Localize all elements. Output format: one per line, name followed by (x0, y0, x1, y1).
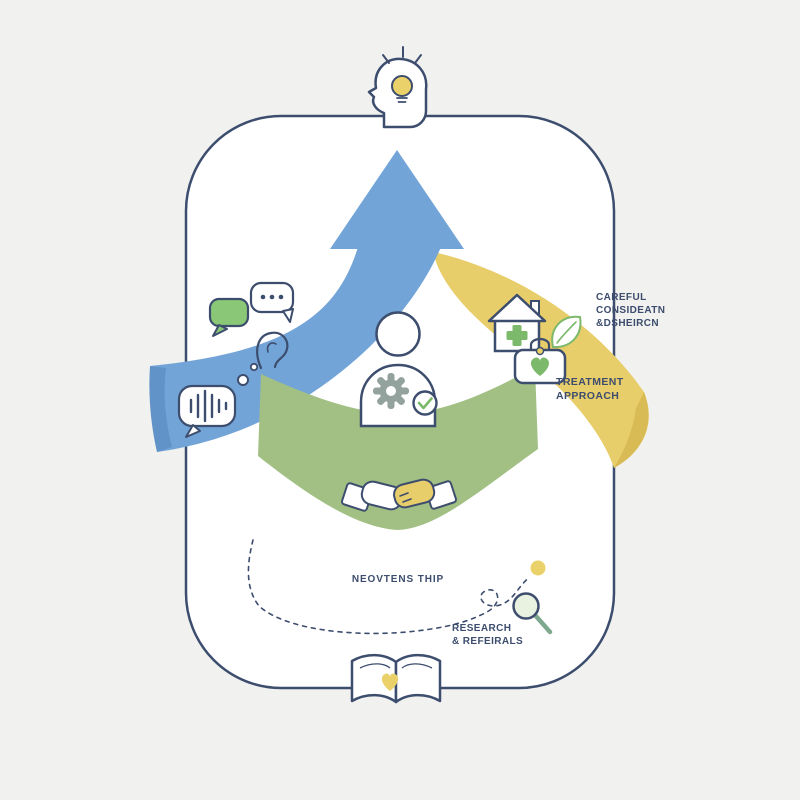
label-line: CAREFUL (596, 292, 647, 303)
lightbulb-icon (391, 75, 413, 97)
label-line: APPROACH (556, 389, 620, 402)
idea-rays (382, 46, 422, 64)
handshake-right-hand (393, 478, 436, 509)
label-line: RESEARCH (452, 623, 512, 634)
thought-dot (249, 362, 259, 372)
dashed-journey-path (247, 539, 546, 635)
voice-wave-bubble-icon (177, 362, 259, 438)
chat-bubble-dots-icon (249, 281, 295, 323)
book-heart (381, 673, 399, 691)
label-research-referrals: RESEARCH & REFEIRALS (452, 622, 562, 648)
blue-arrow-head (330, 150, 464, 249)
medical-bag-heart-icon (513, 337, 567, 385)
check-badge-icon (412, 390, 438, 416)
yellow-ribbon-fold (614, 392, 649, 468)
open-book-heart-icon (350, 653, 442, 704)
chat-bubble-green-icon (208, 297, 250, 337)
gear-icon (373, 373, 409, 409)
label-line: & REFEIRALS (452, 636, 524, 647)
ear-icon (256, 331, 289, 370)
label-line: NEOVTENS THIP (351, 574, 445, 585)
label-partnership: NEOVTENS THIP (318, 574, 478, 585)
label-line: TREATMENT (556, 376, 624, 388)
yellow-waypoint-dot (530, 560, 546, 576)
label-line: CONSIDEATN (596, 305, 666, 316)
magnifier-icon (512, 592, 553, 635)
house-medical-icon (487, 293, 547, 353)
blue-arrow-fold (149, 366, 172, 452)
label-line: &DSHEIRCN (596, 318, 660, 329)
person-head (375, 311, 421, 357)
leaf-icon (551, 315, 582, 349)
label-careful-consideration: CAREFUL CONSIDEATN &DSHEIRCN (596, 291, 706, 330)
thought-dot (237, 374, 249, 386)
green-ribbon (258, 367, 538, 530)
label-treatment-approach: TREATMENT APPROACH (556, 376, 666, 403)
idea-head-icon (367, 46, 428, 129)
handshake-icon (341, 478, 457, 512)
